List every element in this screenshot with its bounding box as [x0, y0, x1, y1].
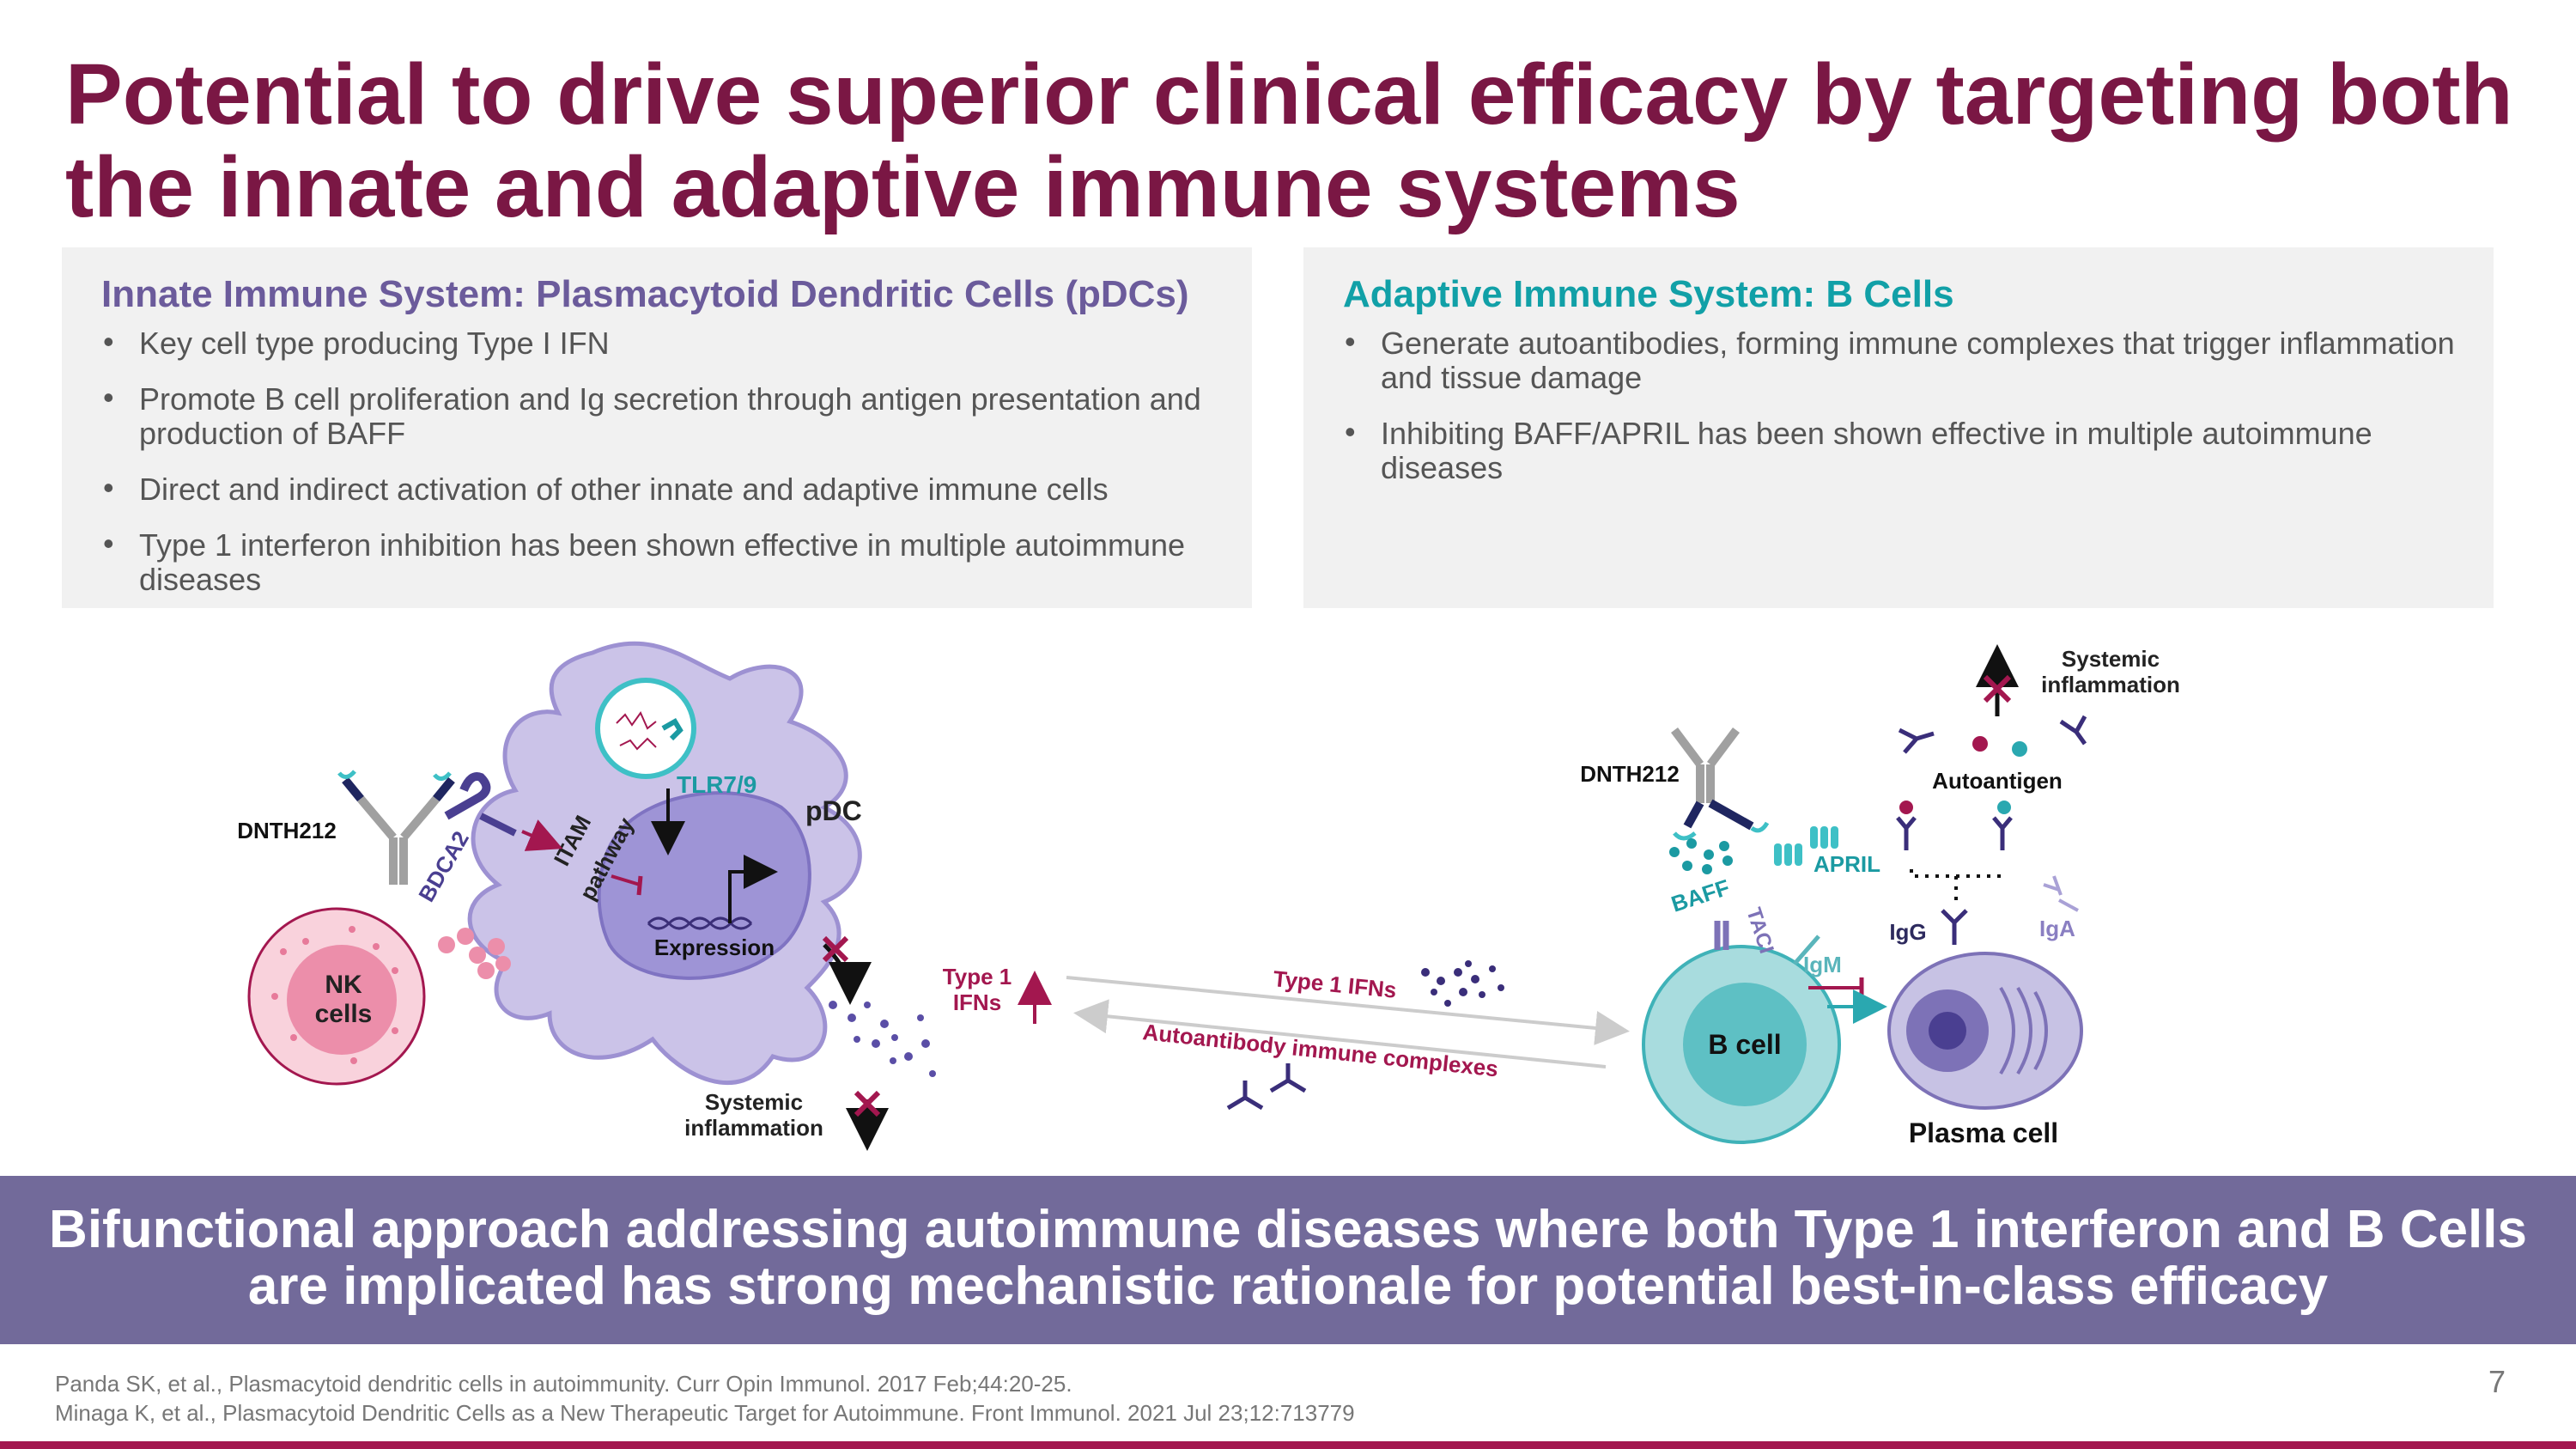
autoantigen-dotted — [1910, 869, 2002, 902]
autoantibody-label: Autoantibody immune complexes — [1141, 1019, 1499, 1081]
bdca2-receptor — [444, 772, 491, 820]
april-trimers — [1774, 826, 1838, 866]
systemic-left-line1: Systemic — [705, 1089, 803, 1115]
systemic-right-line1: Systemic — [2062, 646, 2160, 672]
mechanism-diagram: Expression TLR7/9 pDC ITAM pathway DNTH2… — [237, 641, 2180, 1151]
bullet-item: Promote B cell proliferation and Ig secr… — [101, 381, 1218, 451]
bullet-item: Key cell type producing Type I IFN — [101, 325, 1218, 361]
dnth212-right-label: DNTH212 — [1580, 761, 1680, 787]
ifn-release-arrow — [823, 943, 872, 1005]
bottom-rule — [0, 1441, 2576, 1449]
iga-label: IgA — [2039, 916, 2075, 941]
type1-label-line1: Type 1 — [943, 964, 1012, 989]
autoantigen-label: Autoantigen — [1932, 768, 2063, 794]
bullet-item: Inhibiting BAFF/APRIL has been shown eff… — [1343, 415, 2459, 485]
autoantibody-arrow — [1073, 999, 1607, 1068]
taci-receptor — [1714, 921, 1729, 950]
april-label: APRIL — [1814, 851, 1880, 877]
ifn-dots — [829, 1001, 936, 1077]
bullet-item: Generate autoantibodies, forming immune … — [1343, 325, 2459, 395]
igm-label: IgM — [1803, 952, 1842, 977]
systemic-right-line2: inflammation — [2041, 672, 2180, 697]
dnth212-antibody-right — [1671, 728, 1770, 841]
dna-strand — [647, 916, 753, 930]
summary-text: Bifunctional approach addressing autoimm… — [49, 1200, 2527, 1316]
summary-banner: Bifunctional approach addressing autoimm… — [0, 1176, 2576, 1344]
innate-heading: Innate Immune System: Plasmacytoid Dendr… — [101, 273, 1189, 315]
endosome — [595, 678, 696, 779]
b-cell-label: B cell — [1708, 1029, 1781, 1060]
pdc-label: pDC — [805, 795, 862, 826]
dnth212-antibody-left — [337, 770, 455, 885]
reference-item: Minaga K, et al., Plasmacytoid Dendritic… — [55, 1400, 1355, 1426]
bullet-item: Type 1 interferon inhibition has been sh… — [101, 527, 1218, 597]
transcription-arrow — [728, 855, 778, 923]
adaptive-heading: Adaptive Immune System: B Cells — [1343, 273, 1954, 315]
immune-complex — [1226, 1063, 1307, 1111]
adaptive-panel: Adaptive Immune System: B Cells Generate… — [1303, 247, 2494, 608]
systemic-left-line2: inflammation — [684, 1115, 823, 1141]
expression-label: Expression — [654, 935, 775, 960]
inhibition-line — [611, 874, 641, 886]
innate-panel: Innate Immune System: Plasmacytoid Dendr… — [62, 247, 1252, 608]
page-number: 7 — [2488, 1364, 2506, 1399]
references: Panda SK, et al., Plasmacytoid dendritic… — [55, 1369, 1355, 1428]
reference-item: Panda SK, et al., Plasmacytoid dendritic… — [55, 1371, 1072, 1397]
baff-label: BAFF — [1668, 874, 1733, 917]
innate-bullet-list: Key cell type producing Type I IFN Promo… — [101, 325, 1218, 618]
dna-strand — [647, 916, 753, 930]
plasma-cell-label: Plasma cell — [1909, 1117, 2058, 1148]
nk-label-line1: NK — [325, 971, 362, 999]
adaptive-bullet-list: Generate autoantibodies, forming immune … — [1343, 325, 2459, 507]
tlr-label: TLR7/9 — [677, 771, 756, 798]
bdca2-label: BDCA2 — [413, 826, 474, 906]
type1-ifns-arrow — [1066, 976, 1630, 1045]
nk-label-line2: cells — [315, 1000, 373, 1028]
bullet-item: Direct and indirect activation of other … — [101, 471, 1218, 507]
ifn-dots-middle — [1421, 960, 1504, 1007]
slide-title: Potential to drive superior clinical eff… — [65, 46, 2513, 235]
igg-label: IgG — [1889, 919, 1926, 945]
type1-label-line2: IFNs — [953, 989, 1001, 1015]
bdca2-arrow — [521, 819, 563, 851]
dnth212-left-label: DNTH212 — [237, 818, 337, 843]
baff-dots — [1669, 838, 1733, 874]
